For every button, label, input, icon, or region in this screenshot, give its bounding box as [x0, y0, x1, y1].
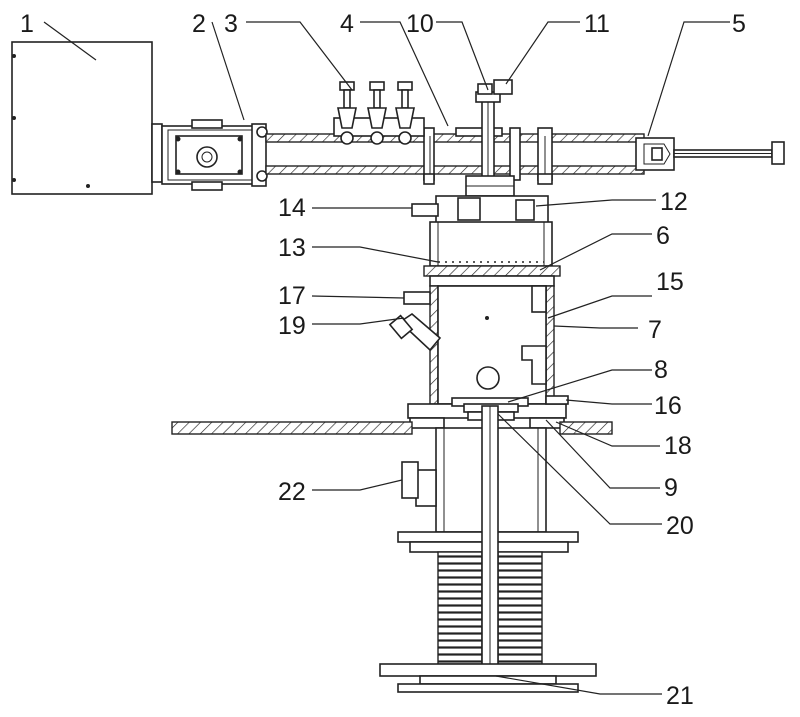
- label-8: 8: [654, 356, 668, 384]
- label-4: 4: [340, 10, 354, 38]
- label-14: 14: [278, 194, 306, 222]
- label-5: 5: [732, 10, 746, 38]
- label-18: 18: [664, 432, 692, 460]
- central-shaft: [482, 406, 498, 676]
- label-7: 7: [648, 316, 662, 344]
- label-6: 6: [656, 222, 670, 250]
- label-3: 3: [224, 10, 238, 38]
- valve-assembly: [334, 82, 424, 144]
- label-11: 11: [584, 10, 610, 38]
- label-17: 17: [278, 282, 306, 310]
- separator-plate: [424, 262, 560, 286]
- upper-chamber: [412, 176, 552, 266]
- horizontal-transfer-tube: [266, 128, 644, 184]
- label-15: 15: [656, 268, 684, 296]
- main-cylinder: [390, 286, 554, 404]
- drive-gear-housing: [162, 120, 267, 190]
- label-20: 20: [666, 512, 694, 540]
- label-2: 2: [192, 10, 206, 38]
- control-box: [12, 42, 162, 194]
- label-22: 22: [278, 478, 306, 506]
- label-13: 13: [278, 234, 306, 262]
- push-rod-assembly: [636, 138, 784, 170]
- label-12: 12: [660, 188, 688, 216]
- label-10: 10: [406, 10, 434, 38]
- label-21: 21: [666, 682, 694, 710]
- label-1: 1: [20, 10, 34, 38]
- label-16: 16: [654, 392, 682, 420]
- label-9: 9: [664, 474, 678, 502]
- label-19: 19: [278, 312, 306, 340]
